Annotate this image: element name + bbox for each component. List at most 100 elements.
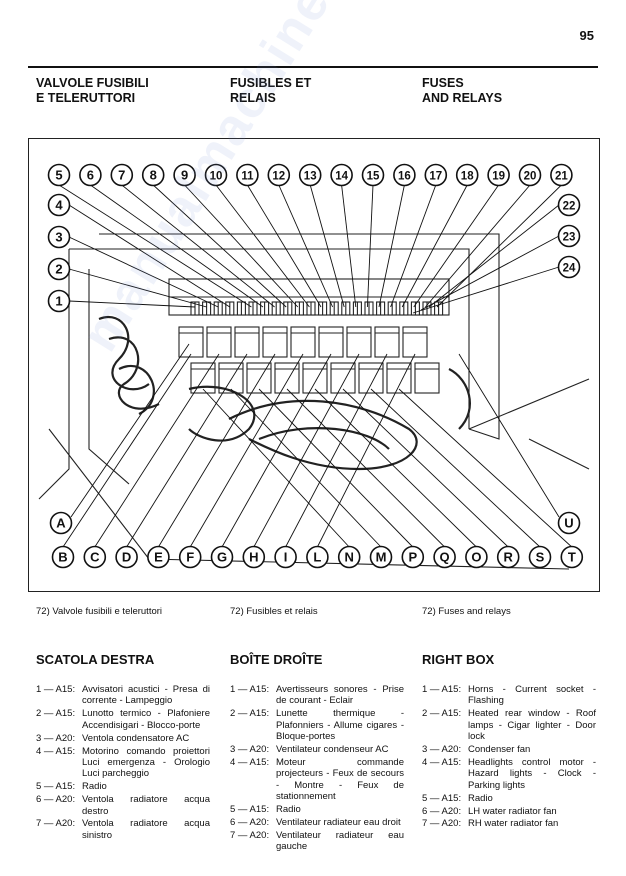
leader-line	[314, 388, 477, 548]
page-number: 95	[579, 28, 594, 43]
fuse-callout-23: 23	[557, 224, 581, 248]
leader-line	[68, 268, 207, 308]
fuse-callout-8: 8	[141, 163, 165, 187]
fuse-description: Radio	[276, 804, 301, 816]
callout-circle	[47, 289, 71, 313]
callout-label: I	[284, 550, 288, 565]
fuse-code: 5 — A15:	[422, 792, 462, 804]
relay-block	[246, 362, 272, 394]
fuse-code: 2 — A15:	[422, 708, 462, 720]
leader-line	[158, 353, 276, 548]
callout-label: E	[154, 550, 163, 565]
callout-label: O	[471, 550, 481, 565]
fuse-callout-13: 13	[298, 163, 322, 187]
fuse-code: 2 — A15:	[230, 708, 270, 720]
fuse-description: RH water radiator fan	[468, 818, 559, 830]
fuse-callout-18: 18	[455, 163, 479, 187]
fuse-list-french: 1 — A15:Avertisseurs sonores - Prise de …	[230, 684, 404, 854]
leader-line	[370, 388, 541, 548]
wiring-harness	[118, 365, 155, 415]
fuse-description: Lunotto termico - Plafoniere Accendisiga…	[82, 708, 210, 731]
leader-line	[68, 300, 196, 308]
callout-circle	[267, 163, 291, 187]
heading-line: RELAIS	[230, 91, 276, 105]
relay-block	[402, 326, 428, 358]
fuse-list-item: 2 — A15:Lunette thermique - Plafonniers …	[230, 708, 404, 742]
leader-line	[278, 184, 334, 308]
leader-line	[253, 353, 360, 548]
relay-callout-S: S	[528, 545, 552, 569]
fuse-callout-22: 22	[557, 193, 581, 217]
relay-callout-Q: Q	[433, 545, 456, 569]
leader-line	[184, 184, 299, 308]
fuse-list-english: 1 — A15:Horns - Current socket - Flashin…	[422, 684, 596, 831]
fuse-list-item: 2 — A15:Heated rear window - Roof lamps …	[422, 708, 596, 742]
leader-line	[70, 343, 190, 518]
fuse-callout-4: 4	[47, 193, 71, 217]
relay-callout-U: U	[557, 511, 581, 535]
relay-block	[218, 362, 244, 394]
callout-circle	[557, 193, 581, 217]
fuse-list-item: 6 — A20:LH water radiator fan	[422, 806, 596, 817]
fuse-callout-11: 11	[236, 163, 259, 187]
fuse-callout-19: 19	[487, 163, 510, 187]
leader-line	[420, 235, 560, 311]
callout-circle	[361, 163, 385, 187]
relay-callout-R: R	[496, 545, 520, 569]
enclosure-outline	[38, 233, 590, 500]
fuse-callout-16: 16	[393, 163, 416, 187]
callout-label: 3	[55, 230, 62, 245]
relay-callout-E: E	[147, 545, 170, 569]
callout-label: Q	[440, 550, 450, 565]
leader-line	[90, 184, 264, 308]
callout-circle	[115, 545, 138, 569]
header-rule	[28, 66, 598, 68]
fuse-list-item: 4 — A15:Motorino comando proiettori Luci…	[36, 746, 210, 780]
callout-label: 24	[563, 263, 576, 275]
fuse-code: 4 — A15:	[422, 756, 462, 768]
fuse-description: Radio	[82, 781, 107, 793]
fuse-callout-14: 14	[330, 163, 353, 187]
figure-caption-italian: 72) Valvole fusibili e teleruttori	[36, 606, 163, 617]
relay-block	[414, 362, 440, 394]
fuse-description: Ventola radiatore acqua sinistro	[82, 818, 210, 841]
section-title-english: RIGHT BOX	[422, 652, 495, 667]
leader-line	[152, 184, 287, 308]
heading-line: FUSIBLES ET	[230, 76, 312, 90]
fuse-callout-20: 20	[518, 163, 542, 187]
heading-line: VALVOLE FUSIBILI	[36, 76, 149, 90]
callout-label: 4	[55, 198, 63, 213]
wiring-harness	[98, 316, 150, 391]
fuse-code: 1 — A15:	[36, 684, 76, 695]
fuse-list-item: 7 — A20:RH water radiator fan	[422, 818, 596, 829]
callout-circle	[518, 163, 542, 187]
relay-callout-P: P	[401, 545, 425, 569]
callout-circle	[337, 545, 361, 569]
fuse-code: 1 — A15:	[230, 684, 270, 695]
wiring-harness	[188, 385, 256, 442]
callout-label: 19	[492, 171, 505, 183]
callout-circle	[47, 257, 71, 281]
relay-block	[290, 326, 316, 358]
callout-circle	[210, 545, 234, 569]
callout-label: R	[504, 550, 514, 565]
callout-label: 18	[461, 171, 474, 183]
heading-italian: VALVOLE FUSIBILI E TELERUTTORI	[36, 76, 149, 106]
callout-label: 13	[304, 171, 317, 183]
leader-line	[390, 184, 437, 308]
relay-callout-F: F	[178, 545, 202, 569]
callout-label: 2	[55, 262, 62, 277]
fuse-list-item: 4 — A15:Headlights control motor - Hazar…	[422, 757, 596, 791]
callout-label: C	[90, 550, 100, 565]
fuse-code: 6 — A20:	[36, 794, 76, 806]
fuse-list-item: 6 — A20:Ventola radiatore acqua destro	[36, 794, 210, 817]
callout-label: L	[313, 550, 321, 565]
relay-callout-C: C	[83, 545, 107, 569]
callout-label: 14	[335, 171, 348, 183]
callout-circle	[51, 545, 75, 569]
callout-label: H	[249, 550, 258, 565]
callout-circle	[528, 545, 552, 569]
callout-circle	[47, 163, 71, 187]
callout-label: 5	[55, 168, 62, 183]
fuse-description: Ventilateur condenseur AC	[276, 744, 389, 756]
